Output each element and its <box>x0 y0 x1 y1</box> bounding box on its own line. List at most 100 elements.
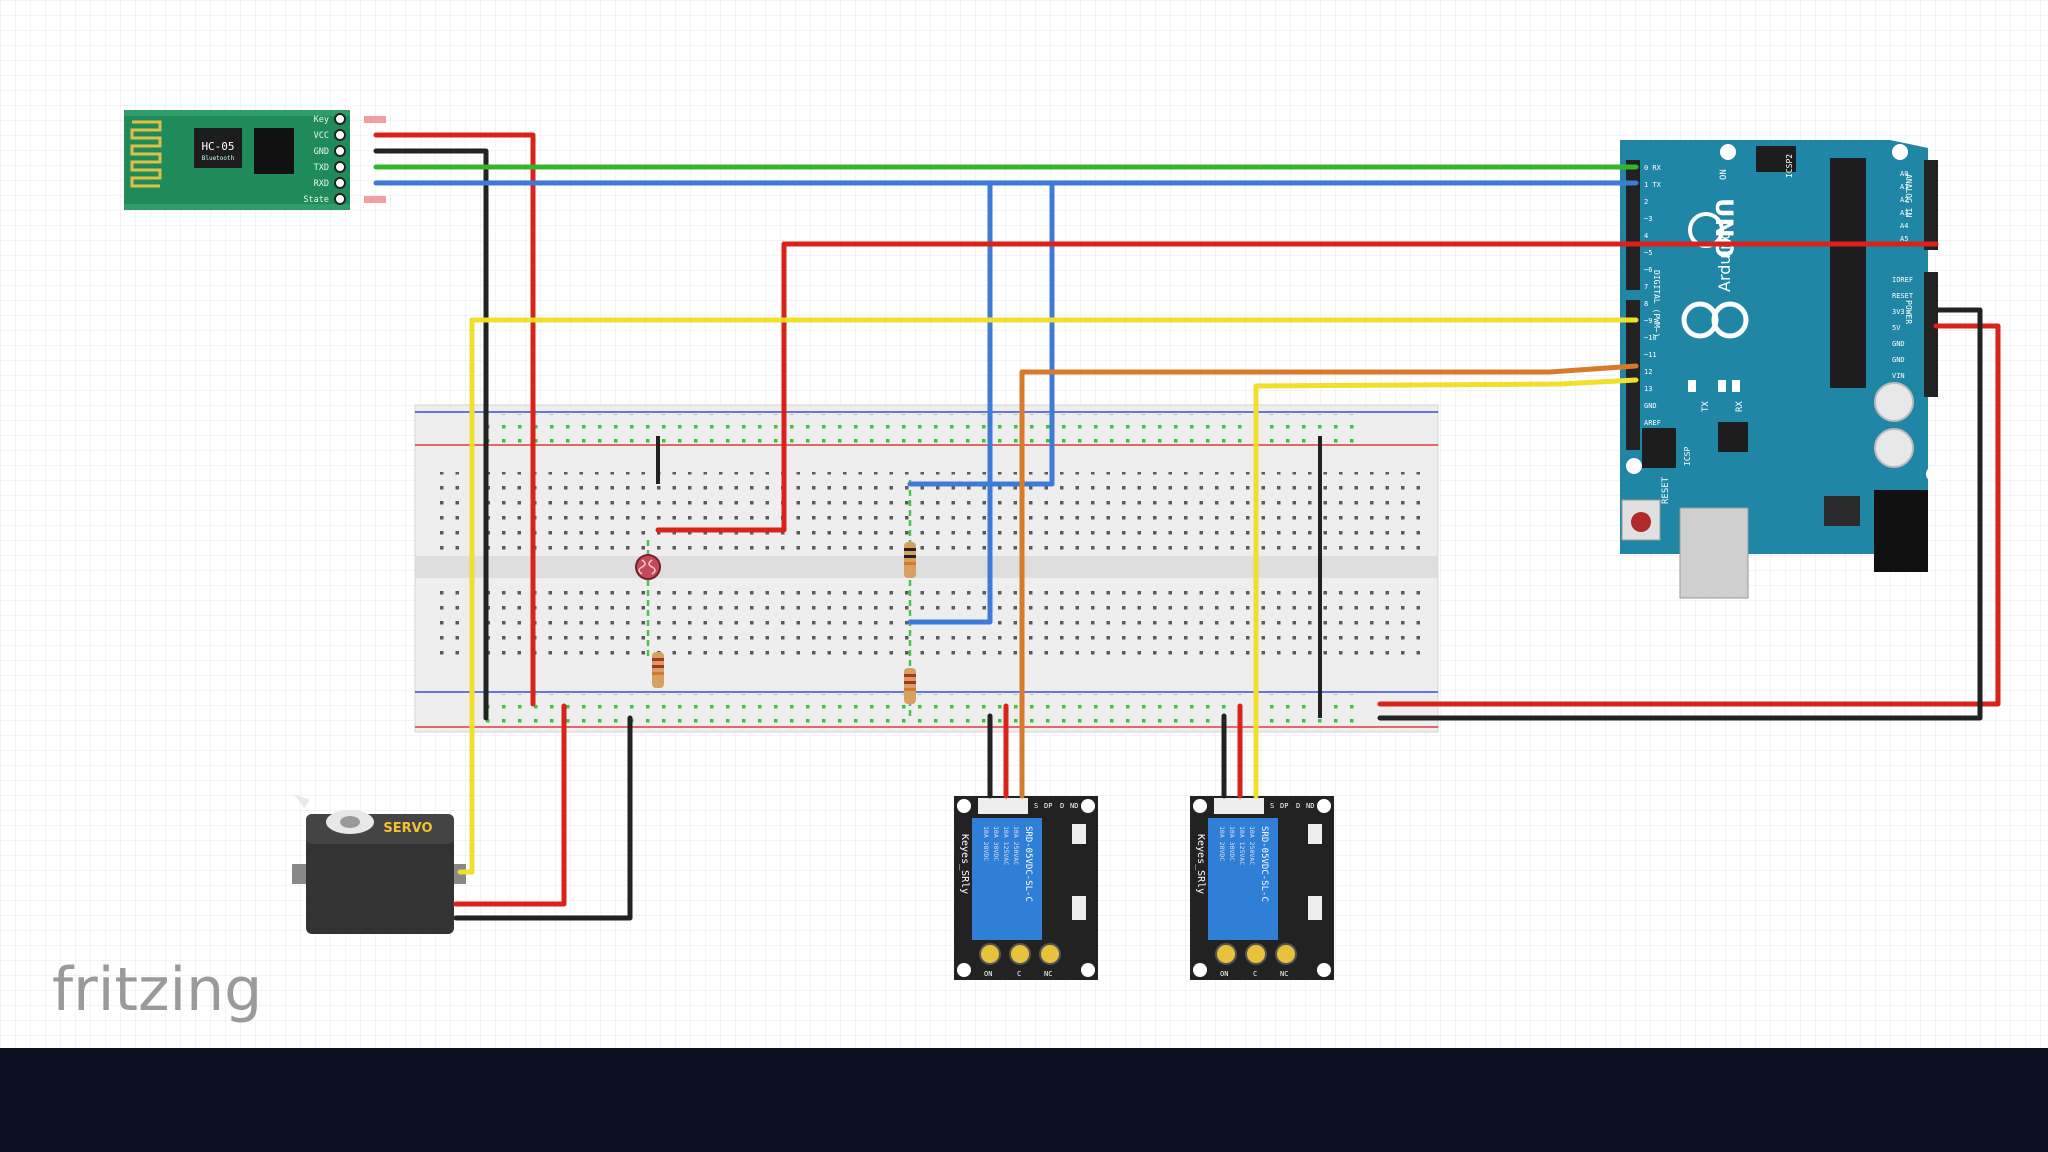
relay-1-pin-s: S <box>1034 802 1038 810</box>
relay-2-term-nc: NC <box>1280 970 1288 978</box>
hc05-pin-state: State <box>303 195 329 205</box>
relay-1-rating-2: 10A 125VAC <box>1002 826 1010 865</box>
arduino-analog-pin: A1 <box>1900 183 1908 191</box>
relay-1-pin-dp: DP <box>1044 802 1052 810</box>
hc05-pin-key: Key <box>314 115 329 125</box>
ldr-sensor <box>635 540 661 660</box>
arduino-digital-pin: 2 <box>1644 198 1648 206</box>
arduino-uno <box>1620 140 1942 599</box>
relay-2-pin-d: D <box>1296 802 1300 810</box>
wire-red-5v <box>655 241 1939 533</box>
arduino-analog-pin: A5 <box>1900 235 1908 243</box>
relay-2-rating-4: 10A 28VDC <box>1218 826 1226 861</box>
arduino-digital-pin: 7 <box>1644 283 1648 291</box>
arduino-digital-pin: 1 TX <box>1644 181 1662 189</box>
relay-module-1 <box>954 796 1098 980</box>
relay-1-model: SRD-05VDC-SL-C <box>1023 826 1033 902</box>
arduino-reset-label: RESET <box>1661 476 1671 504</box>
relay-module-2 <box>1190 796 1334 980</box>
arduino-icsp2-label: ICSP2 <box>1785 154 1794 178</box>
arduino-power-pin: RESET <box>1892 292 1914 300</box>
arduino-digital-pin: 4 <box>1644 232 1648 240</box>
hc05-pin-txd: TXD <box>314 163 329 173</box>
arduino-digital-pin: 8 <box>1644 300 1648 308</box>
servo-motor <box>292 794 466 934</box>
relay-1-rating-4: 10A 28VDC <box>982 826 990 861</box>
relay-1-pin-d: D <box>1060 802 1064 810</box>
relay-2-term-on: ON <box>1220 970 1228 978</box>
arduino-model: UNO <box>1710 198 1738 258</box>
arduino-tx-label: TX <box>1701 401 1711 412</box>
hc05-pin-rxd: RXD <box>314 179 329 189</box>
wire-servo-black <box>453 715 633 921</box>
wire-yellow-relay2 <box>1253 377 1639 799</box>
relay-2-model: SRD-05VDC-SL-C <box>1259 826 1269 902</box>
arduino-power-pin: GND <box>1892 340 1905 348</box>
relay-1-pin-nd: ND <box>1070 802 1078 810</box>
arduino-digital-pin: ~10 <box>1644 334 1657 342</box>
hc05-chip-label: HC-05 <box>201 140 234 153</box>
arduino-digital-pin: ~5 <box>1644 249 1652 257</box>
arduino-digital-label: DIGITAL (PWM~) <box>1652 270 1661 337</box>
arduino-analog-pin: A0 <box>1900 170 1908 178</box>
arduino-analog-label: ANALOG IN <box>1904 174 1913 218</box>
relay-1-term-nc: NC <box>1044 970 1052 978</box>
footer-bar <box>0 1048 2048 1152</box>
arduino-digital-pin: 12 <box>1644 368 1652 376</box>
arduino-power-pin: IOREF <box>1892 276 1913 284</box>
relay-2-pin-s: S <box>1270 802 1274 810</box>
relay-1-rating-3: 10A 30VDC <box>992 826 1000 861</box>
arduino-icsp-label: ICSP <box>1683 447 1692 466</box>
arduino-rx-label: RX <box>1735 401 1745 412</box>
relay-2-pin-dp: DP <box>1280 802 1288 810</box>
relay-1-brand: Keyes_SRly <box>959 834 970 894</box>
arduino-power-pin: 5V <box>1892 324 1901 332</box>
resistor-1 <box>652 652 664 688</box>
arduino-digital-pin: ~3 <box>1644 215 1652 223</box>
hc05-sub-label: Bluetooth <box>202 155 235 162</box>
wire-hc05-vcc <box>373 132 536 707</box>
hc05-pin-gnd: GND <box>314 147 329 157</box>
relay-2-rating-3: 10A 30VDC <box>1228 826 1236 861</box>
breadboard <box>414 404 1439 733</box>
arduino-power-label: POWER <box>1904 300 1913 324</box>
resistor-3 <box>904 668 916 704</box>
arduino-digital-pin: ~9 <box>1644 317 1652 325</box>
arduino-power-pin: 3V3 <box>1892 308 1905 316</box>
arduino-analog-pin: A3 <box>1900 209 1908 217</box>
arduino-pin-labels: 0 RX1 TX2~34~5~678~9~10~111213GNDAREFA0A… <box>1644 164 1914 427</box>
arduino-analog-pin: A2 <box>1900 196 1908 204</box>
wire-hc05-gnd <box>373 148 489 721</box>
arduino-digital-pin: 13 <box>1644 385 1652 393</box>
hc05-pin-vcc: VCC <box>314 131 329 141</box>
arduino-digital-pin: ~6 <box>1644 266 1652 274</box>
wire-blue-a <box>907 180 993 625</box>
wire-arduino-gnd-rail <box>1377 307 1983 721</box>
relay-1-rating-1: 10A 250VAC <box>1012 826 1020 865</box>
relay-2-rating-2: 10A 125VAC <box>1238 826 1246 865</box>
arduino-power-pin: VIN <box>1892 372 1905 380</box>
wire-yellow-servo <box>457 317 1639 875</box>
hc05-module <box>124 110 386 210</box>
arduino-digital-pin: GND <box>1644 402 1657 410</box>
arduino-digital-pin: AREF <box>1644 419 1661 427</box>
wire-arduino-5v-rail <box>1377 323 2001 707</box>
servo-label: SERVO <box>383 821 432 836</box>
arduino-brand: Arduino <box>1715 230 1734 292</box>
wire-servo-red <box>453 703 567 907</box>
relay-2-pin-nd: ND <box>1306 802 1314 810</box>
arduino-analog-pin: A4 <box>1900 222 1908 230</box>
wire-blue-b <box>907 180 1055 487</box>
fritzing-logo: fritzing <box>52 955 262 1025</box>
arduino-digital-pin: 0 RX <box>1644 164 1662 172</box>
relay-2-rating-1: 10A 250VAC <box>1248 826 1256 865</box>
relay-2-brand: Keyes_SRly <box>1195 834 1206 894</box>
wire-orange-relay1 <box>1019 363 1639 799</box>
arduino-digital-pin: ~11 <box>1644 351 1657 359</box>
relay-1-term-c: C <box>1017 970 1021 978</box>
relay-1-term-on: ON <box>984 970 992 978</box>
arduino-power-pin: GND <box>1892 356 1905 364</box>
relay-2-term-c: C <box>1253 970 1257 978</box>
